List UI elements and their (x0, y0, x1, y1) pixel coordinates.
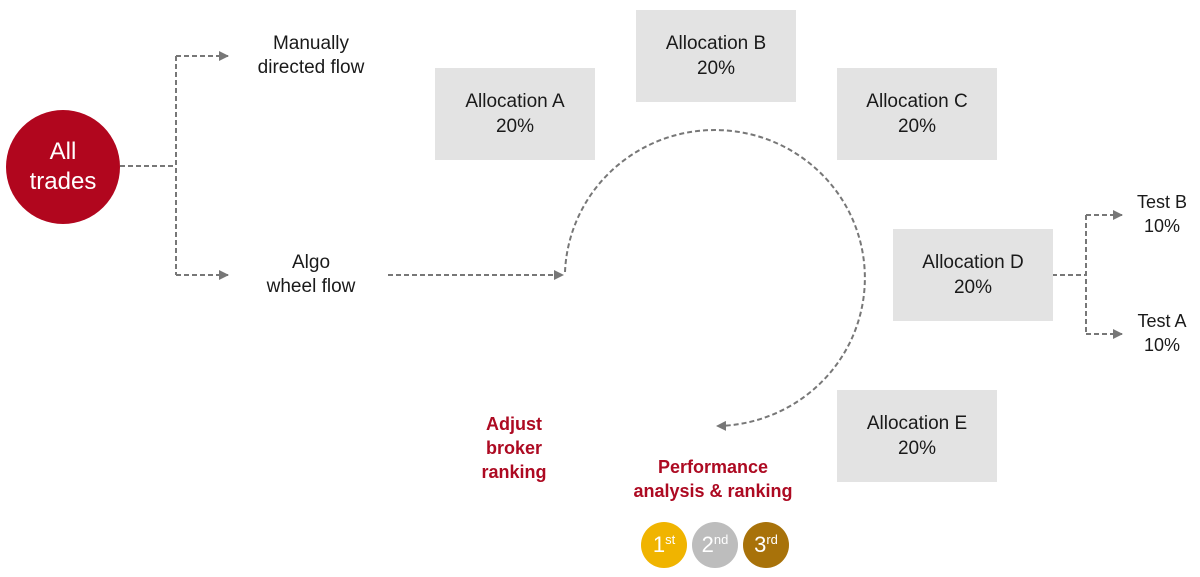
allocation-a-percent: 20% (495, 116, 535, 137)
allocation-c-name: Allocation C (866, 91, 968, 112)
test-b-name: Test B (1136, 192, 1188, 212)
allocation-e-percent: 20% (897, 438, 937, 459)
wheel-arc (564, 129, 866, 431)
test-a-name: Test A (1137, 311, 1187, 331)
algo-flow-label: Algo wheel flow (236, 251, 386, 299)
allocation-c-box: Allocation C 20% (837, 68, 997, 160)
performance-analysis-label: Performance analysis & ranking (603, 455, 823, 503)
manual-flow-label: Manually directed flow (236, 32, 386, 80)
allocation-c-percent: 20% (897, 116, 937, 137)
second-medal-number: 2 (701, 532, 714, 557)
allocation-b-percent: 20% (696, 58, 736, 79)
manual-flow-line2: directed flow (257, 57, 365, 78)
allocation-e-name: Allocation E (866, 413, 968, 434)
allocation-b-box: Allocation B 20% (636, 10, 796, 102)
adjust-line1: Adjust (486, 414, 542, 434)
performance-line1: Performance (657, 457, 769, 477)
test-b-label: Test B 10% (1122, 190, 1200, 238)
allocation-d-box: Allocation D 20% (893, 229, 1053, 321)
allocation-d-percent: 20% (953, 277, 993, 298)
all-trades-label-line1: All (49, 138, 77, 165)
manual-flow-line1: Manually (272, 33, 350, 54)
first-medal-number: 1 (652, 532, 666, 557)
algo-flow-line2: wheel flow (266, 276, 356, 297)
test-a-percent: 10% (1143, 335, 1181, 355)
all-trades-node: All trades (6, 110, 120, 224)
algo-flow-line1: Algo (291, 252, 331, 273)
adjust-line3: ranking (481, 462, 547, 482)
allocation-a-box: Allocation A 20% (435, 68, 595, 160)
allocation-b-name: Allocation B (665, 33, 767, 54)
adjust-line2: broker (485, 438, 543, 458)
third-medal-number: 3 (754, 532, 767, 557)
allocation-d-name: Allocation D (922, 252, 1024, 273)
allocation-a-name: Allocation A (465, 91, 565, 112)
third-medal-suffix: rd (766, 531, 778, 547)
test-a-label: Test A 10% (1122, 309, 1200, 357)
adjust-broker-ranking-label: Adjust broker ranking (454, 412, 574, 484)
all-trades-label-line2: trades (29, 168, 97, 195)
second-medal-suffix: nd (713, 531, 729, 547)
test-b-percent: 10% (1143, 216, 1181, 236)
first-medal-suffix: st (665, 531, 676, 547)
performance-line2: analysis & ranking (633, 481, 793, 501)
allocation-e-box: Allocation E 20% (837, 390, 997, 482)
